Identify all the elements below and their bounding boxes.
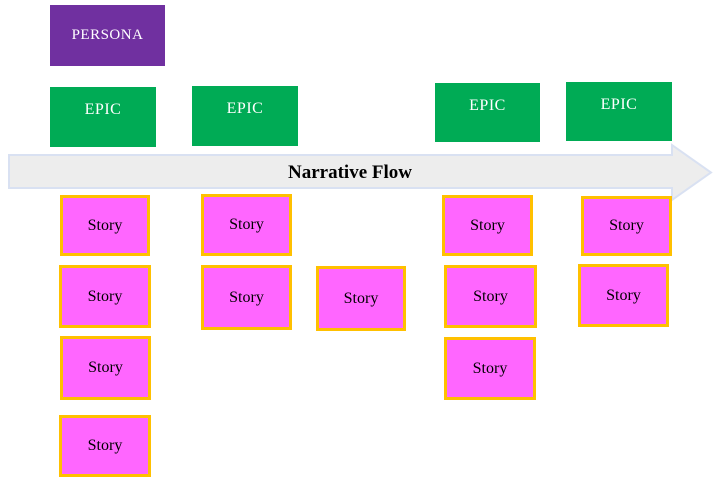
story-card: Story: [60, 336, 151, 400]
story-card: Story: [578, 264, 669, 327]
story-card: Story: [60, 195, 150, 256]
narrative-flow-arrow: [8, 143, 713, 202]
story-card: Story: [59, 265, 151, 328]
story-card: Story: [444, 265, 537, 328]
story-card: Story: [442, 195, 533, 256]
story-card: Story: [59, 415, 151, 477]
story-card: Story: [201, 194, 292, 256]
epic-card: EPIC: [192, 86, 298, 146]
epic-card: EPIC: [50, 87, 156, 147]
epic-card: EPIC: [566, 82, 672, 141]
epic-card: EPIC: [435, 83, 540, 142]
story-card: Story: [201, 265, 292, 330]
story-card: Story: [316, 266, 406, 331]
story-card: Story: [444, 337, 536, 400]
persona-card: PERSONA: [50, 5, 165, 66]
story-card: Story: [581, 196, 672, 256]
narrative-flow-label: Narrative Flow: [288, 162, 412, 183]
